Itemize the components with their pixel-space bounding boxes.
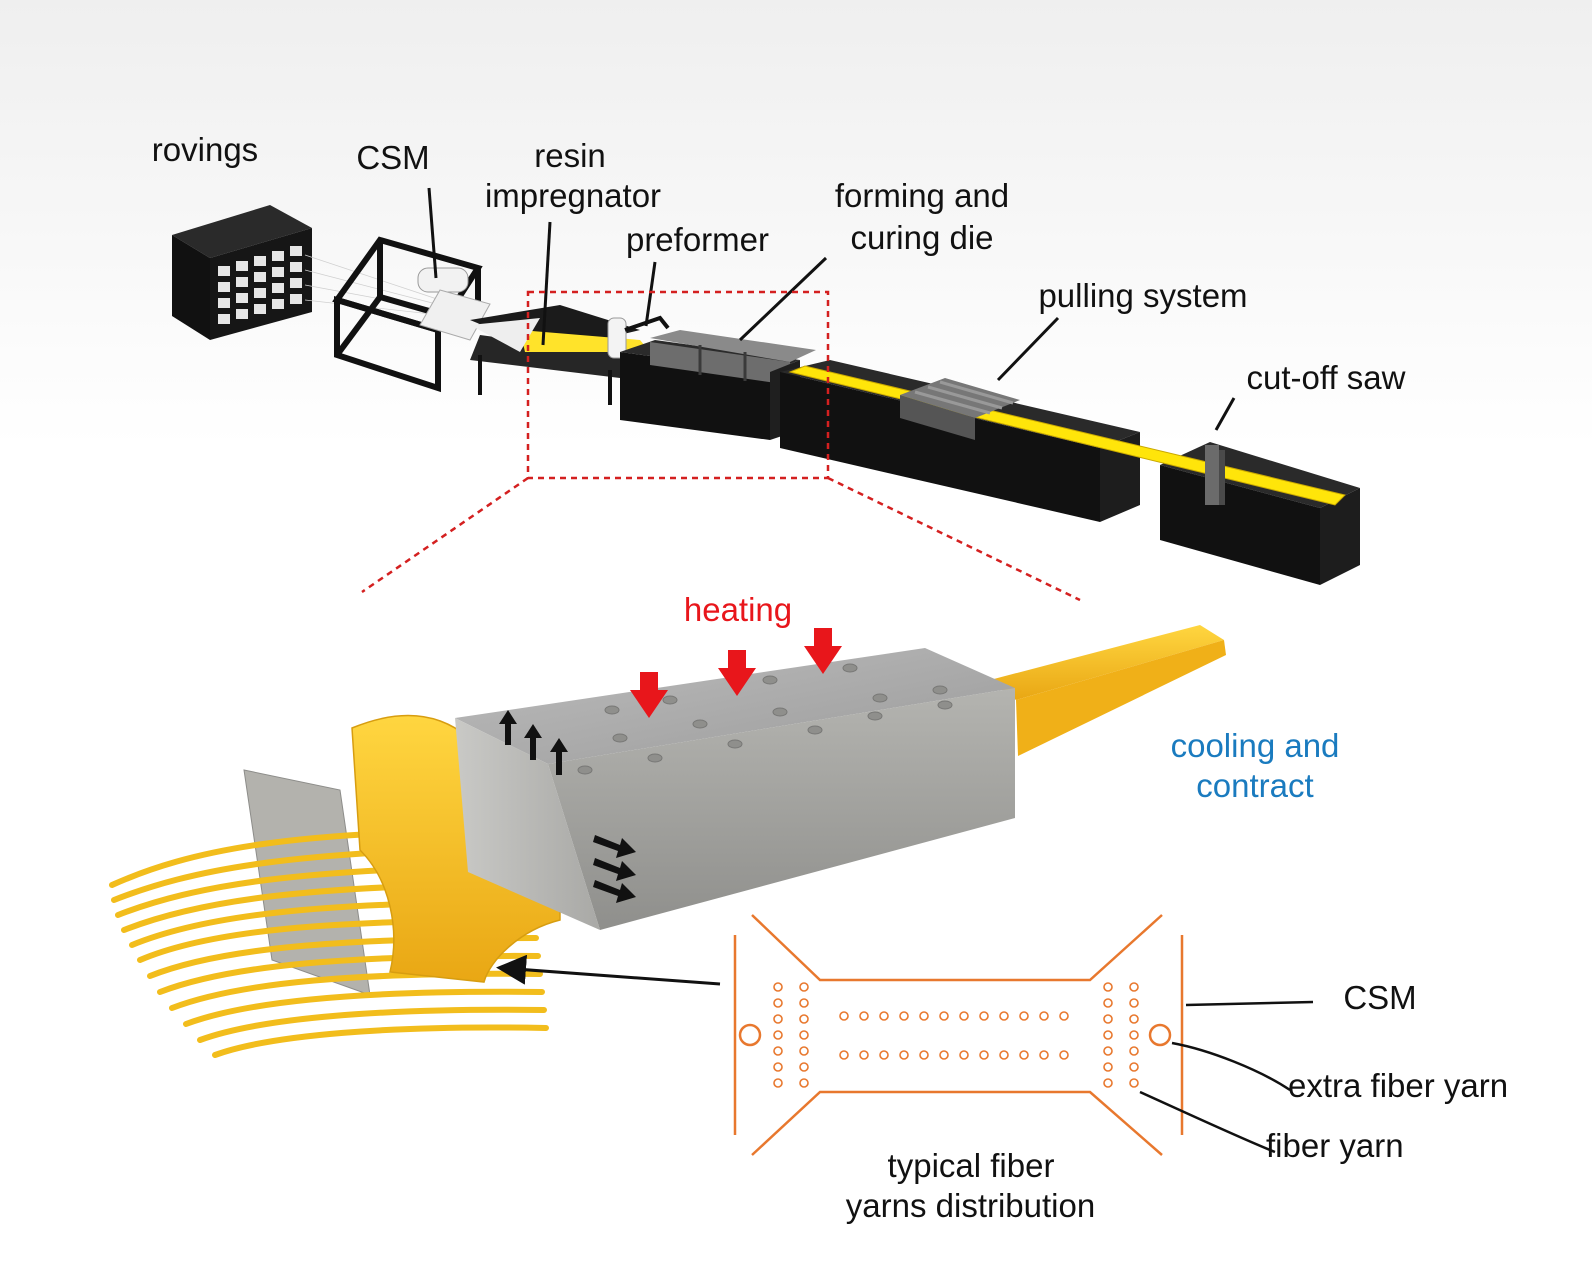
zoom-box <box>361 290 1081 602</box>
preformer <box>607 315 670 359</box>
label-resin-line2: impregnator <box>484 177 662 214</box>
section-callouts <box>1139 1000 1314 1154</box>
cut-off-saw <box>1205 445 1225 505</box>
extra-yarn-left <box>738 1023 762 1047</box>
label-cut-off-saw: cut-off saw <box>1246 359 1406 396</box>
label-forming-line1: forming and <box>834 177 1010 214</box>
die-detail <box>109 625 1226 1058</box>
profile-bottom-outline <box>751 1090 1163 1156</box>
die-side <box>548 688 1015 930</box>
label-fiber-yarn: fiber yarn <box>1266 1127 1404 1164</box>
label-forming-line2: curing die <box>850 219 994 256</box>
label-heating: heating <box>683 591 793 628</box>
yarn-dots <box>773 982 1139 1088</box>
section-pointer <box>496 954 721 986</box>
label-preformer: preformer <box>625 221 770 258</box>
csm-sheet <box>419 289 491 341</box>
label-resin-line1: resin <box>534 137 606 174</box>
extra-yarn-right <box>1148 1023 1172 1047</box>
curing-die <box>620 330 816 440</box>
label-pulling-system: pulling system <box>1038 277 1248 314</box>
csm-roll <box>417 267 469 293</box>
pulling-system <box>900 378 1020 440</box>
cross-section <box>733 914 1184 1156</box>
die-top <box>455 648 1015 764</box>
label-rovings: rovings <box>151 131 259 168</box>
label-csm-detail: CSM <box>1343 979 1417 1016</box>
label-csm-top: CSM <box>356 139 430 176</box>
label-typical-line1: typical fiber <box>887 1147 1055 1184</box>
label-extra-fiber-yarn: extra fiber yarn <box>1288 1067 1509 1104</box>
die-end <box>455 718 600 930</box>
pultrusion-line <box>172 187 1360 602</box>
yellow-preform <box>351 714 561 983</box>
rovings-creel <box>172 205 441 340</box>
profile-top-outline <box>751 914 1163 982</box>
leader-lines <box>427 187 1236 431</box>
heating-arrows <box>630 628 842 718</box>
right-arrows <box>593 835 636 903</box>
label-cooling-line1: cooling and <box>1170 727 1340 764</box>
up-arrows <box>499 710 568 775</box>
label-cooling-line2: contract <box>1196 767 1314 804</box>
heater-holes <box>577 663 953 775</box>
label-typical-line2: yarns distribution <box>845 1187 1096 1224</box>
output-profile <box>990 625 1224 700</box>
